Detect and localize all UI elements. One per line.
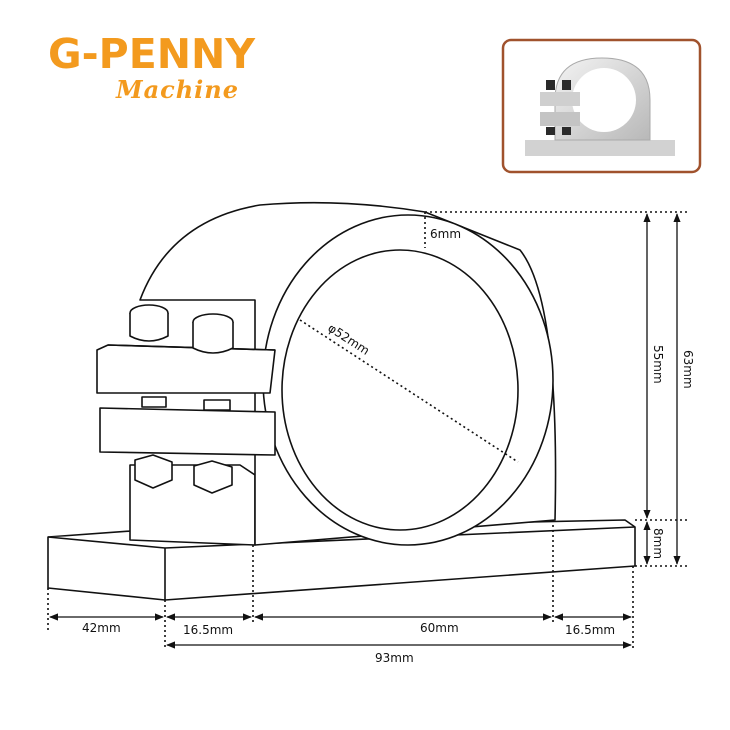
clamp-drawing: [47, 201, 636, 601]
brand-title: G-PENNY: [48, 30, 256, 78]
dim-total-width: 93mm: [375, 651, 414, 665]
dim-center-height: 55mm: [651, 345, 665, 384]
dim-left-flange: 16.5mm: [183, 623, 233, 637]
dim-clamp-width: 60mm: [420, 621, 459, 635]
dimension-lines: [47, 211, 690, 650]
brand-subtitle: Machine: [115, 75, 239, 104]
brand-logo: G-PENNY Machine: [48, 30, 256, 104]
product-photo: [501, 38, 702, 174]
dim-total-height: 63mm: [681, 350, 695, 389]
dim-base-thickness: 8mm: [651, 528, 665, 559]
dim-right-flange: 16.5mm: [565, 623, 615, 637]
dim-base-depth: 42mm: [82, 621, 121, 635]
dim-top-thickness: 6mm: [430, 227, 461, 241]
